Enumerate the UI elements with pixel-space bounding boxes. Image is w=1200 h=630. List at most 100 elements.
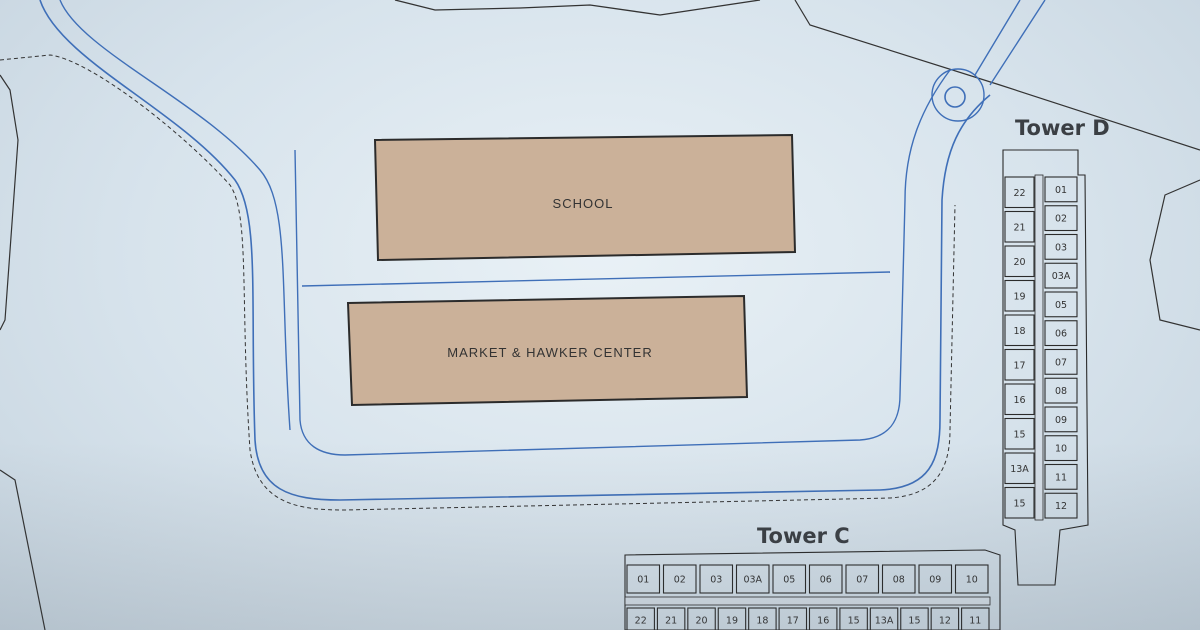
- tower-c-outline: [624, 549, 1001, 630]
- tower-c-unit-bottom: 20: [687, 607, 716, 630]
- unit-outline: [808, 607, 838, 630]
- unit-number: 18: [756, 616, 768, 627]
- tower-c-unit-top: 05: [772, 564, 807, 594]
- tower-d-unit-right: 03A: [1044, 262, 1078, 289]
- unit-outline: [1044, 233, 1078, 260]
- unit-outline: [930, 607, 960, 630]
- unit-number: 10: [966, 575, 978, 586]
- unit-outline: [881, 564, 916, 594]
- tower-c-unit-bottom: 19: [717, 607, 747, 630]
- unit-number: 15: [848, 616, 860, 627]
- unit-number: 22: [1013, 188, 1025, 199]
- unit-number: 17: [1013, 360, 1025, 371]
- outer-road-edge-2: [59, 0, 291, 431]
- tower-d-unit-right: 03: [1044, 233, 1078, 260]
- unit-number: 13A: [1010, 464, 1029, 475]
- unit-number: 05: [1055, 300, 1067, 311]
- internal-road: [301, 271, 891, 287]
- unit-outline: [900, 607, 929, 630]
- unit-outline: [1004, 383, 1035, 416]
- unit-number: 16: [1013, 395, 1025, 406]
- unit-number: 06: [1055, 329, 1067, 340]
- unit-outline: [808, 564, 843, 594]
- unit-outline: [954, 564, 989, 594]
- tower-d-unit-left: 17: [1004, 348, 1035, 381]
- tower-c-unit-top: 03A: [735, 564, 770, 594]
- unit-outline: [1004, 245, 1035, 278]
- unit-outline: [1044, 205, 1078, 232]
- outer-road-edge: [39, 0, 991, 501]
- unit-number: 10: [1055, 444, 1067, 455]
- school-label: SCHOOL: [553, 196, 614, 211]
- unit-outline: [1044, 176, 1078, 203]
- unit-number: 19: [726, 616, 738, 627]
- unit-outline: [845, 564, 880, 594]
- unit-number: 07: [856, 575, 868, 586]
- unit-number: 15: [908, 616, 920, 627]
- tower-d-unit-left: 16: [1004, 383, 1035, 416]
- unit-number: 01: [1055, 185, 1067, 196]
- school-building: [373, 133, 797, 262]
- tower-d-unit-right: 02: [1044, 205, 1078, 232]
- tower-d-unit-right: 10: [1044, 435, 1078, 462]
- top-boundary-line: [394, 0, 761, 16]
- tower-d-outline: [1002, 149, 1089, 586]
- unit-number: 03A: [743, 575, 762, 586]
- tower-c-unit-bottom: 15: [839, 607, 868, 630]
- tower-c-corridor: [624, 596, 991, 606]
- unit-number: 17: [787, 616, 799, 627]
- unit-number: 03A: [1052, 271, 1071, 282]
- tower-c-unit-top: 01: [626, 564, 661, 594]
- unit-outline: [839, 607, 868, 630]
- tower-c-label: Tower C: [757, 524, 850, 548]
- unit-outline: [918, 564, 953, 594]
- tower-d-unit-right: 07: [1044, 348, 1078, 375]
- unit-outline: [869, 607, 899, 630]
- unit-number: 03: [1055, 242, 1067, 253]
- tower-d-unit-left: 15: [1004, 486, 1035, 519]
- unit-outline: [1044, 406, 1078, 433]
- unit-number: 11: [1055, 472, 1067, 483]
- unit-outline: [1004, 176, 1035, 209]
- tower-d-unit-left: 19: [1004, 279, 1035, 312]
- roundabout-center: [944, 86, 966, 108]
- unit-number: 21: [665, 616, 677, 627]
- bottom-left-boundary: [0, 469, 46, 630]
- tower-c-unit-bottom: 21: [656, 607, 686, 630]
- unit-outline: [1044, 435, 1078, 462]
- unit-number: 20: [695, 616, 707, 627]
- unit-outline: [1044, 377, 1078, 404]
- tower-c-unit-bottom: 16: [808, 607, 838, 630]
- unit-outline: [699, 564, 734, 594]
- tower-c-unit-top: 08: [881, 564, 916, 594]
- unit-number: 11: [969, 616, 981, 627]
- tower-d-block: 222120191817161513A1501020303A0506070809…: [1002, 149, 1089, 586]
- unit-number: 13A: [875, 616, 894, 627]
- tower-c-unit-bottom: 13A: [869, 607, 899, 630]
- unit-outline: [748, 607, 777, 630]
- unit-number: 16: [817, 616, 829, 627]
- unit-outline: [1044, 320, 1078, 347]
- unit-number: 08: [893, 575, 905, 586]
- tower-c-unit-bottom: 18: [748, 607, 777, 630]
- tower-c-unit-top: 07: [845, 564, 880, 594]
- unit-number: 22: [635, 616, 647, 627]
- unit-number: 09: [1055, 415, 1067, 426]
- market-building: [346, 294, 749, 407]
- unit-number: 15: [1013, 429, 1025, 440]
- unit-outline: [1044, 262, 1078, 289]
- unit-number: 07: [1055, 357, 1067, 368]
- unit-outline: [961, 607, 990, 630]
- unit-outline: [1004, 314, 1035, 347]
- unit-number: 18: [1013, 326, 1025, 337]
- tower-d-unit-left: 13A: [1004, 452, 1035, 485]
- tower-d-unit-right: 11: [1044, 463, 1078, 490]
- right-boundary-line: [794, 0, 1200, 151]
- unit-number: 20: [1013, 257, 1025, 268]
- unit-outline: [662, 564, 697, 594]
- unit-outline: [1004, 279, 1035, 312]
- unit-number: 19: [1013, 291, 1025, 302]
- unit-number: 02: [674, 575, 686, 586]
